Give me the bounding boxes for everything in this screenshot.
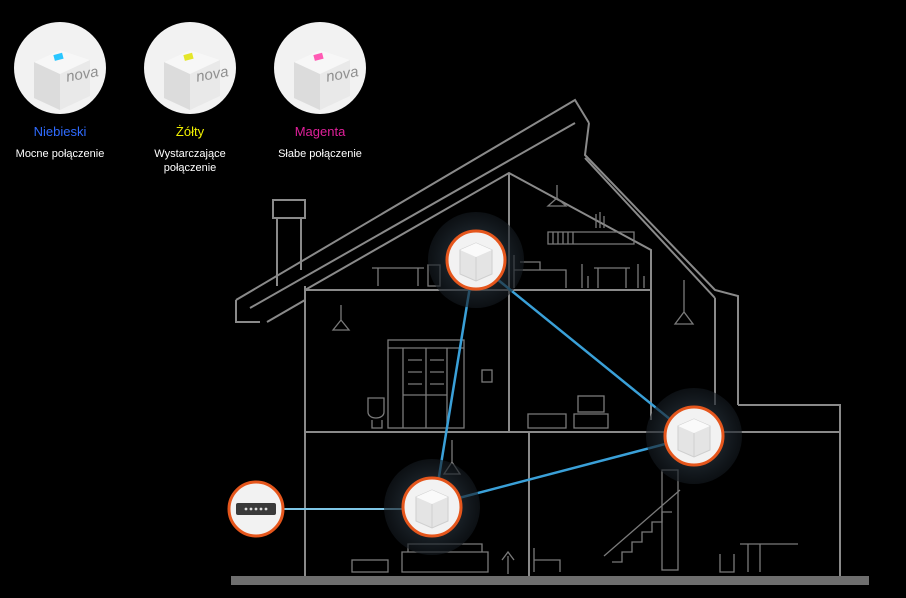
mesh-node-icon (445, 229, 507, 291)
ground-line (231, 576, 869, 585)
legend-item-magenta: nova Magenta Słabe połączenie (260, 22, 380, 161)
mesh-node-icon (663, 405, 725, 467)
network-switch-icon (227, 480, 285, 538)
legend-item-blue: nova Niebieski Mocne połączenie (0, 22, 120, 161)
mesh-node-icon (401, 476, 463, 538)
house-outline (235, 98, 841, 576)
legend-description: Mocne połączenie (15, 148, 105, 160)
legend-description: Wystarczające połączenie (154, 148, 226, 174)
legend-description: Słabe połączenie (278, 148, 362, 160)
legend-color-name: Niebieski (33, 124, 87, 139)
nova-device-icon: nova (14, 22, 106, 114)
legend-color-name: Żółty (175, 124, 205, 139)
legend-color-name: Magenta (294, 124, 346, 139)
nova-device-icon: nova (144, 22, 236, 114)
nova-device-icon: nova (274, 22, 366, 114)
legend-item-yellow: nova Żółty Wystarczające połączenie (130, 22, 250, 175)
